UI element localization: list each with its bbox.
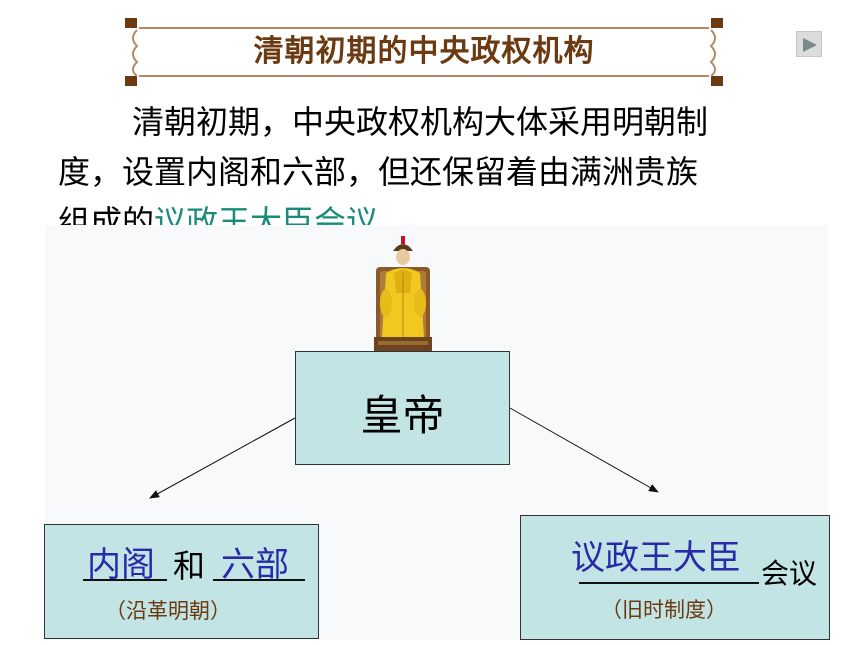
arrow-to-cabinet	[149, 417, 296, 499]
note-old-system: （旧时制度）	[601, 598, 727, 622]
next-slide-button[interactable]	[796, 31, 822, 57]
play-icon	[803, 38, 817, 52]
answer-council: 议政王大臣	[571, 538, 741, 578]
title-banner: 清朝初期的中央政权机构	[125, 18, 723, 86]
emperor-label: 皇帝	[360, 391, 445, 440]
intro-line-1: 清朝初期，中央政权机构大体采用明朝制	[132, 103, 709, 141]
connector-and: 和	[173, 547, 206, 585]
answer-cabinet: 内阁	[87, 545, 155, 585]
emperor-box: 皇帝	[295, 351, 510, 465]
banner-frame	[125, 18, 723, 86]
arrow-to-council	[509, 407, 659, 493]
blank-underline-3	[579, 582, 759, 584]
council-suffix: 会议	[761, 557, 818, 590]
blank-underline-2	[213, 579, 305, 581]
intro-line-2: 度，设置内阁和六部，但还保留着由满洲贵族	[58, 153, 699, 191]
answer-six-ministries: 六部	[221, 545, 289, 585]
blank-underline-1	[83, 579, 167, 581]
emperor-portrait	[374, 236, 432, 355]
page-title: 清朝初期的中央政权机构	[253, 34, 595, 69]
council-box: 议政王大臣 会议 （旧时制度）	[520, 515, 830, 640]
note-ming-inherited: （沿革明朝）	[105, 599, 231, 623]
cabinet-ministries-box: 内阁 和 六部 （沿革明朝）	[44, 524, 319, 639]
